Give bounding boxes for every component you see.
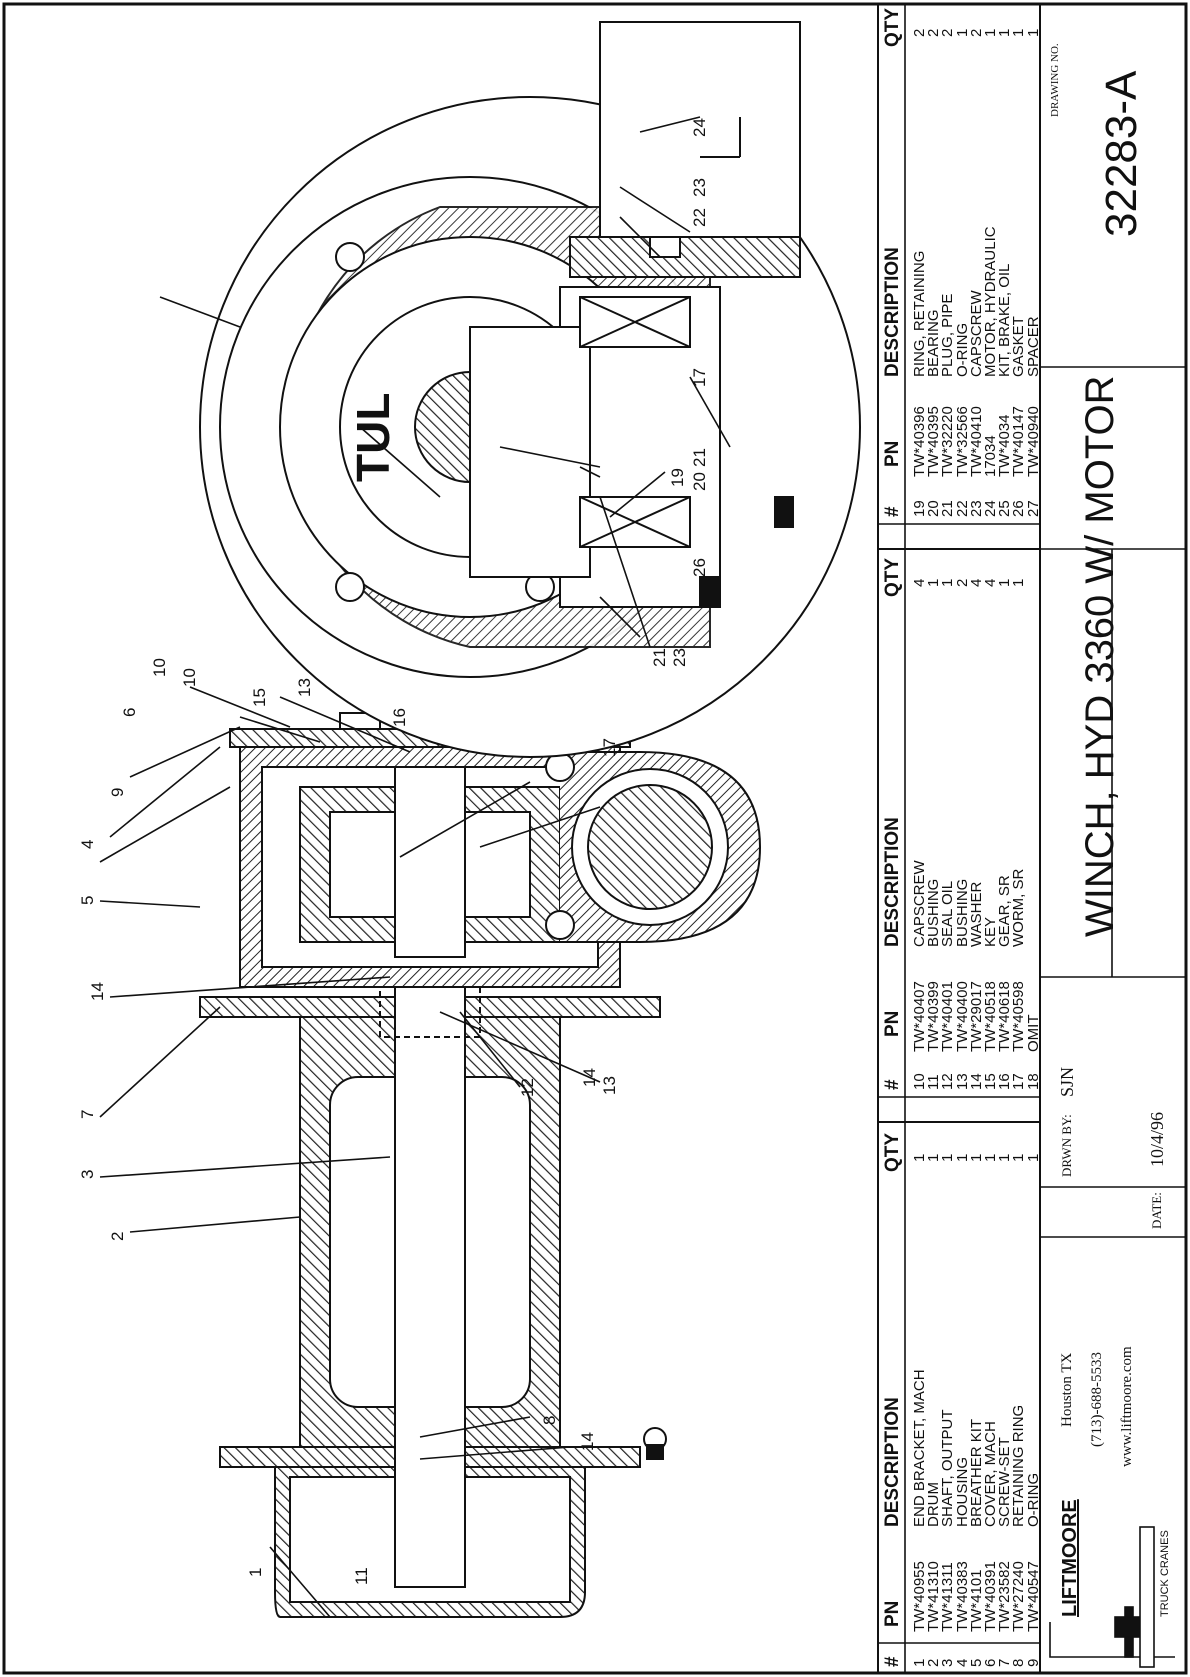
- table-header-num: #: [882, 1656, 903, 1667]
- callout-label: 26: [690, 558, 709, 577]
- callout-label: 7: [78, 1109, 97, 1119]
- callout-label: 16: [390, 708, 409, 727]
- drawing-title: WINCH, HYD 3360 W/ MOTOR: [1078, 375, 1122, 937]
- callout-label: 14: [578, 1432, 597, 1451]
- callout-label: 15: [250, 688, 269, 707]
- table-header-description: DESCRIPTION: [882, 1397, 903, 1527]
- callout-label: 24: [690, 118, 709, 137]
- part-number-index: 9: [1024, 1658, 1042, 1667]
- part-pn: OMIT: [1024, 1014, 1042, 1053]
- callout-label: 23: [670, 648, 689, 667]
- date-value: 10/4/96: [1147, 1111, 1167, 1167]
- parts-table-grid: [878, 4, 1186, 1673]
- table-header-qty: QTY: [882, 7, 903, 47]
- part-description: SPACER: [1024, 316, 1042, 377]
- company-city: Houston TX: [1059, 1352, 1075, 1427]
- liftmoore-logo: [1049, 1526, 1175, 1668]
- table-header-num: #: [882, 1079, 903, 1090]
- callout-label: 17: [600, 738, 619, 757]
- callout-label: 19: [668, 468, 687, 487]
- part-qty: 1: [1024, 1153, 1042, 1162]
- callout-label: 2: [108, 1231, 127, 1241]
- callout-label: 8: [540, 1415, 559, 1425]
- part-pn: TW*40547: [1024, 1561, 1042, 1632]
- table-header-qty: QTY: [882, 1132, 903, 1172]
- leader-lines: [99, 116, 731, 1618]
- company-phone: (713)-688-5533: [1089, 1352, 1105, 1447]
- table-header-qty: QTY: [882, 557, 903, 597]
- part-qty: 1: [1010, 578, 1028, 587]
- callout-label: 6: [120, 707, 139, 717]
- tul-watermark: TUL: [347, 392, 399, 482]
- company-name: LIFTMOORE: [1059, 1499, 1081, 1617]
- part-description: WORM, SR: [1010, 868, 1028, 947]
- callout-label: 21: [690, 448, 709, 467]
- callout-label: 14: [580, 1068, 599, 1087]
- callout-label: 3: [78, 1169, 97, 1179]
- callout-label: 10: [150, 658, 169, 677]
- date-label: DATE:: [1149, 1192, 1164, 1229]
- callout-label: 13: [600, 1076, 619, 1095]
- callout-label: 11: [352, 1567, 371, 1585]
- part-number-index: 27: [1024, 500, 1042, 517]
- drawn-by-label: DRWN BY:: [1059, 1114, 1074, 1177]
- company-website: www.liftmoore.com: [1119, 1346, 1135, 1467]
- drawing-number: 32283-A: [1097, 70, 1146, 237]
- callout-label: 21: [650, 648, 669, 667]
- callout-label: 14: [88, 982, 107, 1001]
- callout-label: 17: [690, 368, 709, 387]
- part-qty: 1: [1024, 28, 1042, 37]
- callout-label: 22: [690, 208, 709, 227]
- table-header-pn: PN: [882, 1600, 903, 1627]
- callout-label: 5: [78, 895, 97, 905]
- company-tagline: TRUCK CRANES: [1159, 1530, 1171, 1617]
- drawn-by-value: SJN: [1057, 1066, 1077, 1097]
- table-header-pn: PN: [882, 1010, 903, 1037]
- table-header-num: #: [882, 506, 903, 517]
- part-description: O-RING: [1024, 1472, 1042, 1527]
- callout-label: 9: [108, 787, 127, 797]
- callout-label: 20: [690, 472, 709, 491]
- callout-label: 23: [690, 178, 709, 197]
- callout-label: 4: [78, 839, 97, 849]
- callout-label: 12: [518, 1078, 537, 1097]
- table-header-description: DESCRIPTION: [882, 817, 903, 947]
- drawing-number-label: DRAWING NO.: [1049, 43, 1061, 117]
- part-pn: TW*40940: [1024, 406, 1042, 477]
- table-header-description: DESCRIPTION: [882, 247, 903, 377]
- table-header-pn: PN: [882, 440, 903, 467]
- part-number-index: 18: [1024, 1073, 1042, 1090]
- callout-label: 1: [246, 1567, 265, 1577]
- worm-motor-view: [199, 21, 861, 758]
- callout-label: 13: [295, 678, 314, 697]
- drum-section-view: [199, 712, 762, 1618]
- callout-label: 10: [180, 668, 199, 687]
